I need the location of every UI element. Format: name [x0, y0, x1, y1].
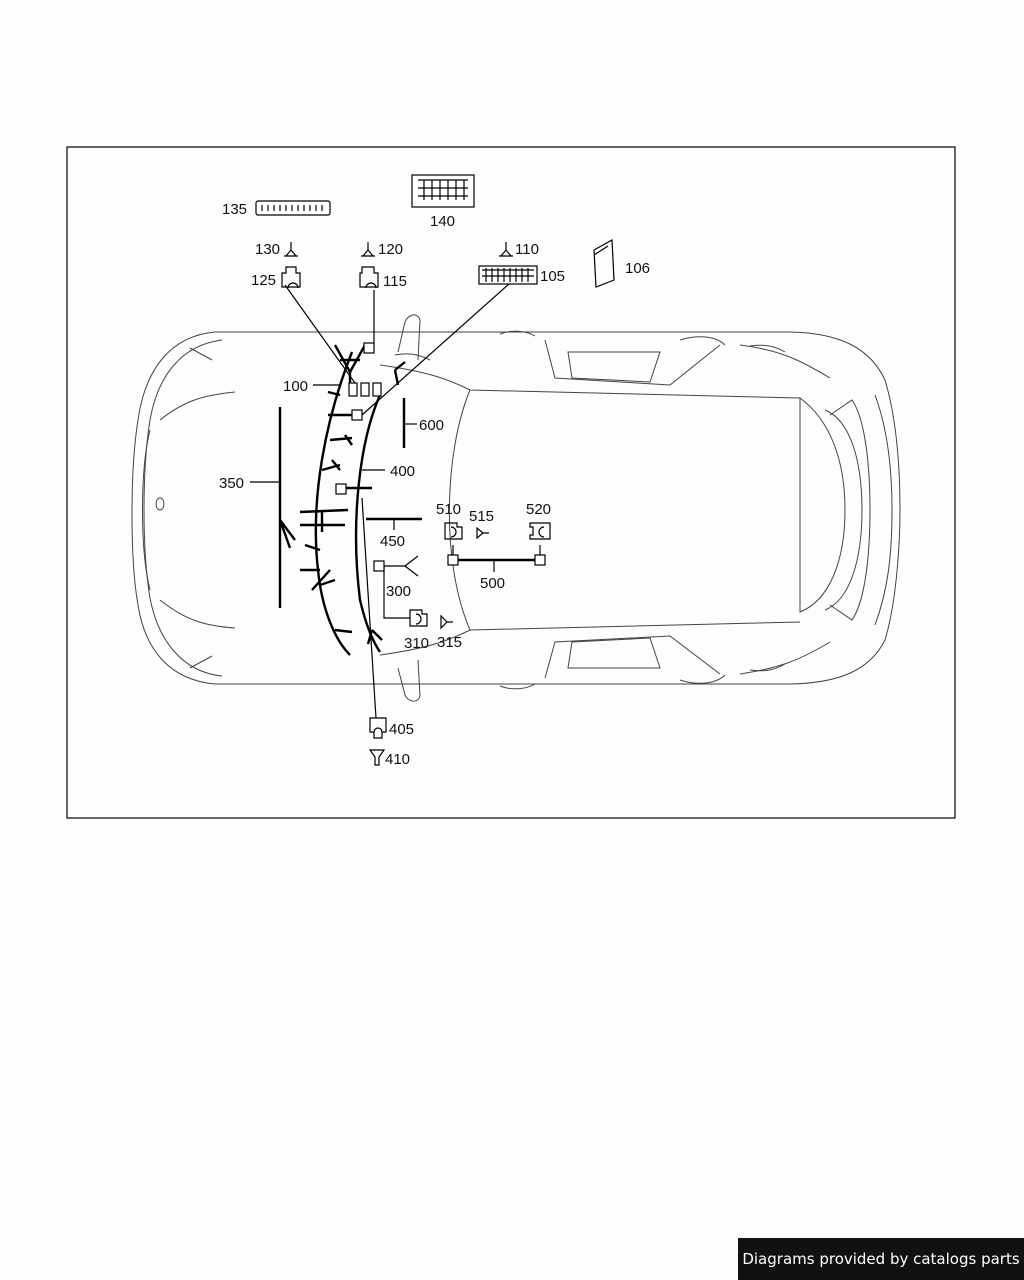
terminal-410-icon	[368, 749, 386, 766]
label-315: 315	[437, 634, 462, 651]
plug-520-icon	[529, 522, 551, 540]
label-140: 140	[430, 213, 455, 230]
label-510: 510	[436, 501, 461, 518]
terminal-120-icon	[361, 242, 375, 257]
label-500: 500	[480, 575, 505, 592]
label-410: 410	[385, 751, 410, 768]
label-400: 400	[390, 463, 415, 480]
terminal-315-icon	[440, 614, 453, 630]
credit-banner: Diagrams provided by catalogs parts	[738, 1238, 1024, 1280]
plug-115-icon	[359, 266, 379, 289]
vehicle-outline	[131, 314, 901, 702]
label-300: 300	[386, 583, 411, 600]
plug-510-icon	[444, 522, 463, 540]
terminal-130-icon	[284, 242, 298, 257]
label-100: 100	[283, 378, 308, 395]
label-110: 110	[515, 241, 539, 258]
label-120: 120	[378, 241, 403, 258]
label-520: 520	[526, 501, 551, 518]
label-450: 450	[380, 533, 405, 550]
bracket-106-icon	[593, 239, 615, 288]
label-350: 350	[219, 475, 244, 492]
terminal-515-icon	[476, 526, 489, 540]
label-105: 105	[540, 268, 565, 285]
plug-405-icon	[369, 717, 387, 739]
label-130: 130	[255, 241, 280, 258]
label-515: 515	[469, 508, 494, 525]
harness-lines	[250, 282, 541, 719]
connector-135-icon	[255, 200, 331, 216]
label-106: 106	[625, 260, 650, 277]
diagram-frame	[66, 146, 956, 819]
part-labels: 135 140 130 120 110 125 115 105 106 100 …	[219, 201, 650, 768]
terminal-110-icon	[499, 242, 513, 257]
label-310: 310	[404, 635, 429, 652]
credit-text: Diagrams provided by catalogs parts	[742, 1250, 1020, 1268]
plug-125-icon	[281, 266, 301, 289]
label-405: 405	[389, 721, 414, 738]
component-icons	[255, 174, 615, 766]
plug-310-icon	[409, 609, 428, 627]
label-135: 135	[222, 201, 247, 218]
label-125: 125	[251, 272, 276, 289]
label-115: 115	[383, 273, 407, 290]
label-600: 600	[419, 417, 444, 434]
